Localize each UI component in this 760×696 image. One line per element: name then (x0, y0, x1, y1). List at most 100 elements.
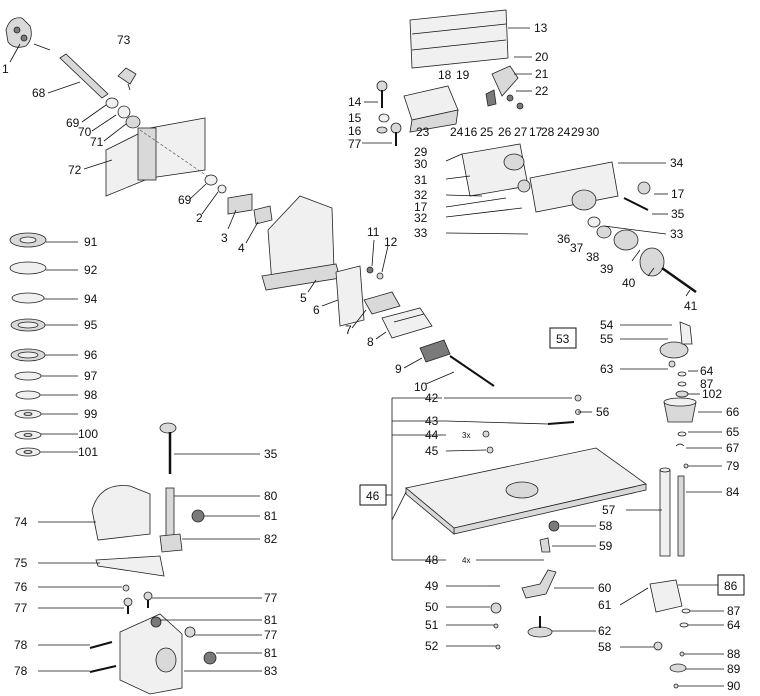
callout-39: 39 (600, 262, 614, 276)
callout-16: 16 (348, 124, 362, 138)
part-washers-64-87-102 (675, 371, 689, 398)
callout-96: 96 (84, 348, 98, 362)
part-clamp-61 (649, 579, 683, 613)
callout-75: 75 (14, 556, 28, 570)
part-carriage-8 (381, 307, 433, 339)
part-screws-76-77 (122, 584, 153, 614)
callout-64: 64 (700, 364, 714, 378)
callout-87: 87 (700, 377, 714, 391)
callout-9: 9 (395, 362, 402, 376)
callout-77c: 77 (264, 591, 278, 605)
callout-26: 26 (498, 125, 512, 139)
callout-95: 95 (84, 318, 98, 332)
part-bits-49-50-51-52 (488, 585, 502, 650)
callout-29b: 29 (414, 145, 428, 159)
part-screw-84 (677, 475, 685, 557)
callout-81: 81 (264, 509, 278, 523)
part-screws-22-27 (506, 94, 524, 110)
callout-89: 89 (727, 662, 741, 676)
callout-70: 70 (78, 125, 92, 139)
callout-1: 1 (2, 62, 9, 76)
box-86 (717, 574, 745, 596)
part-plate-6 (335, 265, 365, 327)
part-small-bits-42-43-45 (482, 394, 582, 454)
part-ring-92 (9, 261, 47, 275)
part-plate-4 (253, 205, 273, 225)
callout-38: 38 (586, 250, 600, 264)
part-frame-5 (261, 195, 341, 291)
callout-77d: 77 (264, 628, 278, 642)
callout-32: 32 (414, 188, 428, 202)
part-washers-15-16 (376, 113, 390, 134)
part-ring-96 (10, 348, 46, 362)
callout-31: 31 (414, 173, 428, 187)
callout-77b: 77 (14, 601, 28, 615)
callout-labels: 1 68 73 69 70 71 72 69 2 3 4 5 6 7 8 9 1… (2, 21, 741, 693)
part-rod-68 (59, 53, 109, 99)
callout-63: 63 (600, 362, 614, 376)
part-plate-3 (227, 193, 253, 215)
part-knob-81 (191, 509, 205, 523)
callout-23: 23 (416, 125, 430, 139)
part-ring-98 (15, 390, 41, 400)
callout-2: 2 (196, 211, 203, 225)
callout-43: 43 (425, 414, 439, 428)
box-53 (549, 327, 577, 349)
callout-11: 11 (367, 225, 380, 239)
callout-35: 35 (264, 447, 278, 461)
callout-12: 12 (384, 235, 398, 249)
callout-8: 8 (367, 335, 374, 349)
part-knobs-81-77-lower (150, 616, 217, 665)
callout-68: 68 (32, 86, 46, 100)
callout-10: 10 (414, 380, 428, 394)
callout-22: 22 (535, 84, 549, 98)
part-block-34 (529, 161, 619, 213)
part-knob-1 (5, 17, 51, 51)
box-46 (359, 484, 387, 506)
callout-69: 69 (66, 116, 80, 130)
callout-42: 42 (425, 391, 439, 405)
callout-21: 21 (535, 67, 549, 81)
callout-78: 78 (14, 638, 28, 652)
callout-97: 97 (84, 369, 98, 383)
callout-94: 94 (84, 292, 98, 306)
callout-51: 51 (425, 618, 439, 632)
callout-41: 41 (684, 299, 698, 313)
callout-5: 5 (300, 291, 307, 305)
part-bolts-78 (89, 641, 117, 673)
callout-6: 6 (313, 303, 320, 317)
part-ring-100 (14, 430, 42, 440)
part-ring-95 (10, 318, 46, 332)
callout-69b: 69 (178, 193, 192, 207)
callout-67: 67 (726, 441, 740, 455)
callout-25: 25 (480, 125, 494, 139)
part-bits-87-64-58-88-89-90 (653, 608, 691, 689)
callout-32b: 32 (414, 211, 428, 225)
callout-71: 71 (90, 135, 104, 149)
callout-3: 3 (221, 231, 228, 245)
callout-81b: 81 (264, 613, 278, 627)
leader-lines (9, 27, 724, 687)
callout-56: 56 (596, 405, 610, 419)
callout-78b: 78 (14, 664, 28, 678)
callout-98: 98 (84, 388, 98, 402)
part-pin-35 (159, 422, 177, 474)
callout-27: 27 (514, 125, 528, 139)
quantity-3x: 3x (462, 431, 470, 440)
callout-52: 52 (425, 639, 439, 653)
callout-36: 36 (557, 232, 571, 246)
callout-29: 29 (571, 125, 585, 139)
callout-24b: 24 (557, 125, 571, 139)
callout-80: 80 (264, 489, 278, 503)
part-ring-91 (9, 232, 47, 248)
part-profile-13 (409, 9, 509, 69)
part-ring-69b (204, 174, 227, 194)
callout-45: 45 (425, 444, 439, 458)
callout-17: 17 (529, 125, 543, 139)
callout-62: 62 (598, 624, 612, 638)
callout-40: 40 (622, 276, 636, 290)
callout-58b: 58 (598, 640, 612, 654)
part-bracket-60 (521, 569, 557, 599)
part-housing-83 (119, 613, 183, 695)
part-bits-65-67-79 (675, 431, 689, 469)
